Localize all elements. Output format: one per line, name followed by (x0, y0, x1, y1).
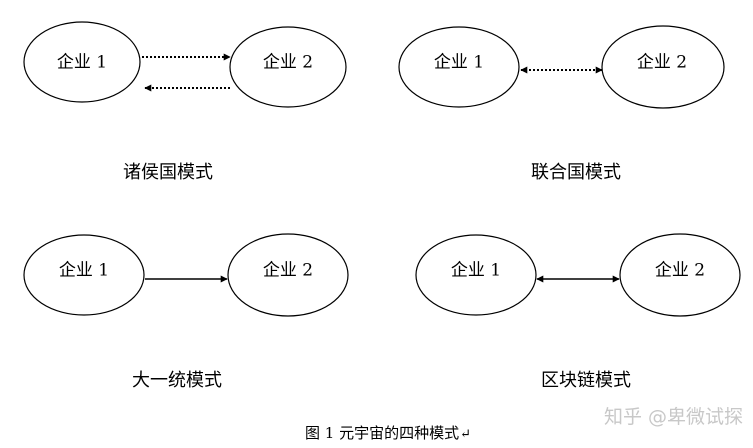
mode-blockchain: 企业 1 企业 2 (415, 233, 741, 317)
figure-caption: 图 1 元宇宙的四种模式↵ (305, 422, 471, 443)
mode-alliance-label: 联合国模式 (531, 162, 621, 183)
figure-caption-text: 图 1 元宇宙的四种模式 (305, 424, 460, 442)
unified-node-2-label: 企业 2 (263, 261, 313, 281)
unified-node-1 (23, 234, 145, 316)
return-mark-icon: ↵ (460, 427, 471, 442)
alliance-node-2-label: 企业 2 (637, 53, 687, 73)
mode-blockchain-label: 区块链模式 (541, 370, 631, 391)
vassal-node-1-label: 企业 1 (57, 53, 107, 73)
alliance-node-1-label: 企业 1 (434, 53, 484, 73)
mode-unified-label: 大一统模式 (132, 370, 222, 391)
unified-node-1-label: 企业 1 (59, 261, 109, 281)
blockchain-node-1 (415, 234, 537, 316)
mode-alliance: 企业 1 企业 2 (398, 25, 725, 109)
blockchain-node-2-label: 企业 2 (655, 261, 705, 281)
blockchain-node-2 (619, 233, 741, 317)
alliance-node-1 (398, 26, 520, 108)
vassal-node-1 (23, 21, 141, 103)
mode-unified: 企业 1 企业 2 (23, 233, 349, 317)
watermark: 知乎 @卑微试探 (603, 406, 743, 428)
mode-vassal-label: 诸侯国模式 (123, 162, 213, 183)
blockchain-node-1-label: 企业 1 (451, 261, 501, 281)
vassal-node-2 (229, 26, 347, 108)
vassal-node-2-label: 企业 2 (263, 53, 313, 73)
unified-node-2 (227, 233, 349, 317)
mode-vassal: 企业 1 企业 2 (23, 21, 347, 108)
